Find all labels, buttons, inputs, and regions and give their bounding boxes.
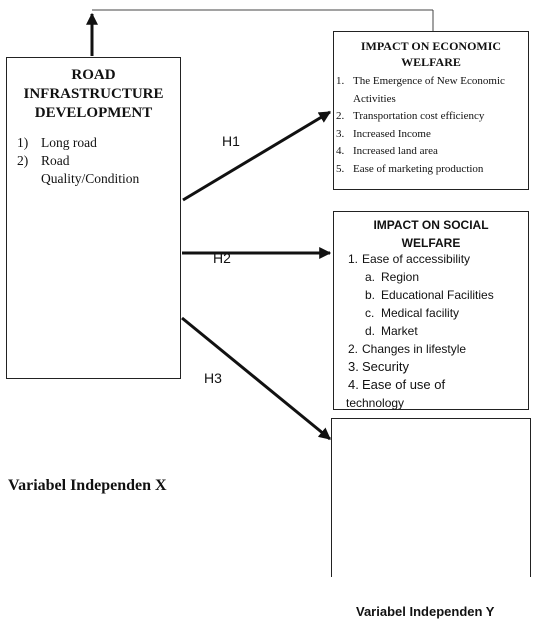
road-box-title: ROAD INFRASTRUCTURE DEVELOPMENT — [23, 67, 164, 121]
hypothesis-h3-label: H3 — [204, 370, 222, 386]
social-item: 4. Ease of use of — [348, 377, 446, 392]
h1-arrow — [182, 110, 332, 202]
social-impact-list: 1. Ease of accessibility a. Region b. Ed… — [346, 250, 494, 412]
economic-item: 1. The Emergence of New Economic Activit… — [336, 75, 505, 105]
social-box-title: IMPACT ON SOCIAL WELFARE — [373, 218, 489, 250]
social-subitem: c. Medical facility — [365, 306, 460, 320]
h3-arrow — [181, 316, 331, 441]
social-subitem: b. Educational Facilities — [365, 288, 494, 302]
economic-item: 4. Increased land area — [336, 145, 438, 157]
variable-x-label: Variabel Independen X — [8, 477, 167, 494]
social-item-continuation: technology — [346, 396, 405, 410]
social-subitem: d. Market — [365, 324, 418, 338]
social-welfare-box: IMPACT ON SOCIAL WELFARE 1. Ease of acce… — [333, 211, 529, 410]
economic-welfare-box: IMPACT ON ECONOMIC WELFARE 1. The Emerge… — [333, 31, 529, 190]
economic-item: 2. Transportation cost efficiency — [336, 110, 485, 122]
social-item: 2. Changes in lifestyle — [348, 342, 467, 356]
economic-item: 3. Increased Income — [336, 127, 431, 140]
economic-box-title: IMPACT ON ECONOMIC WELFARE — [360, 39, 502, 69]
road-item: 1) Long road — [17, 135, 97, 150]
economic-impact-list: 1. The Emergence of New Economic Activit… — [336, 73, 523, 178]
road-infrastructure-box: ROAD INFRASTRUCTURE DEVELOPMENT 1) Long … — [6, 57, 181, 379]
economic-item: 5. Ease of marketing production — [336, 162, 484, 175]
feedback-connector — [86, 9, 434, 56]
hypothesis-h1-label: H1 — [222, 133, 240, 149]
social-item: 1. Ease of accessibility — [348, 252, 471, 266]
road-indicator-list: 1) Long road 2) Road Quality/Condition — [17, 134, 139, 188]
hypothesis-h2-label: H2 — [213, 250, 231, 266]
empty-placeholder-box — [331, 418, 531, 577]
road-item: 2) Road Quality/Condition — [17, 153, 140, 186]
variable-y-label: Variabel Independen Y — [356, 604, 495, 619]
social-item: 3. Security — [348, 359, 409, 374]
social-subitem: a. Region — [365, 270, 420, 284]
